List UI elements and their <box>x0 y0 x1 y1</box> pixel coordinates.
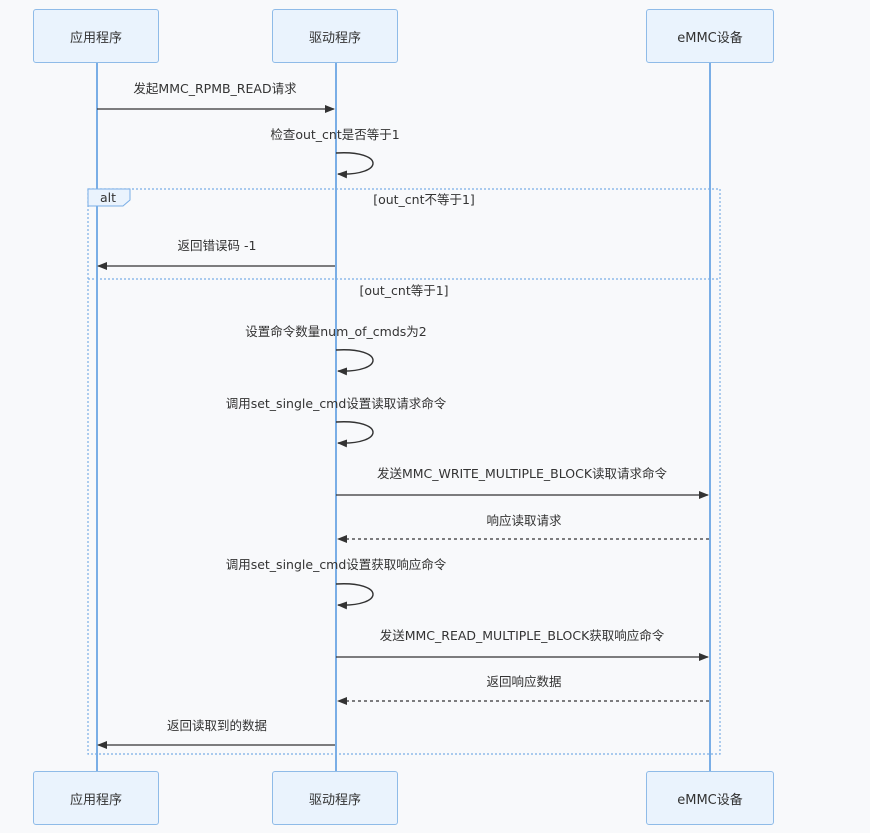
msg-label-5: 调用set_single_cmd设置读取请求命令 <box>225 396 447 411</box>
self-loop-5 <box>335 421 374 448</box>
self-loop-4 <box>335 349 374 376</box>
lifeline-emmc <box>709 63 711 771</box>
actor-driver-bottom: 驱动程序 <box>272 771 398 825</box>
msg-label-8: 调用set_single_cmd设置获取响应命令 <box>225 557 447 572</box>
msg-label-2: 检查out_cnt是否等于1 <box>270 127 400 142</box>
alt-frame <box>87 188 721 755</box>
self-loop-8 <box>335 583 374 610</box>
msg-label-9: 发送MMC_READ_MULTIPLE_BLOCK获取响应命令 <box>379 628 665 643</box>
self-loop-2 <box>335 152 374 179</box>
actor-driver-top-label: 驱动程序 <box>308 30 361 46</box>
alt-condition-1: [out_cnt不等于1] <box>373 192 475 207</box>
actor-app-bottom-label: 应用程序 <box>69 792 122 808</box>
actor-emmc-top-label: eMMC设备 <box>677 30 743 46</box>
actor-emmc-bottom-label: eMMC设备 <box>677 792 743 808</box>
msg-label-10: 返回响应数据 <box>486 674 562 689</box>
actor-driver-top: 驱动程序 <box>272 9 398 63</box>
msg-label-6: 发送MMC_WRITE_MULTIPLE_BLOCK读取请求命令 <box>376 466 668 481</box>
lifeline-driver <box>335 63 337 771</box>
actor-app-top-label: 应用程序 <box>69 30 122 46</box>
actor-app-top: 应用程序 <box>33 9 159 63</box>
actor-app-bottom: 应用程序 <box>33 771 159 825</box>
actor-emmc-bottom: eMMC设备 <box>646 771 774 825</box>
alt-keyword: alt <box>100 190 117 205</box>
actor-emmc-top: eMMC设备 <box>646 9 774 63</box>
msg-label-4: 设置命令数量num_of_cmds为2 <box>245 324 427 339</box>
actor-driver-bottom-label: 驱动程序 <box>308 792 361 808</box>
msg-label-1: 发起MMC_RPMB_READ请求 <box>133 81 297 96</box>
msg-label-3: 返回错误码 -1 <box>177 238 257 253</box>
msg-label-7: 响应读取请求 <box>486 513 562 528</box>
lifeline-app <box>96 63 98 771</box>
alt-condition-2: [out_cnt等于1] <box>359 283 449 298</box>
msg-label-11: 返回读取到的数据 <box>166 718 268 733</box>
